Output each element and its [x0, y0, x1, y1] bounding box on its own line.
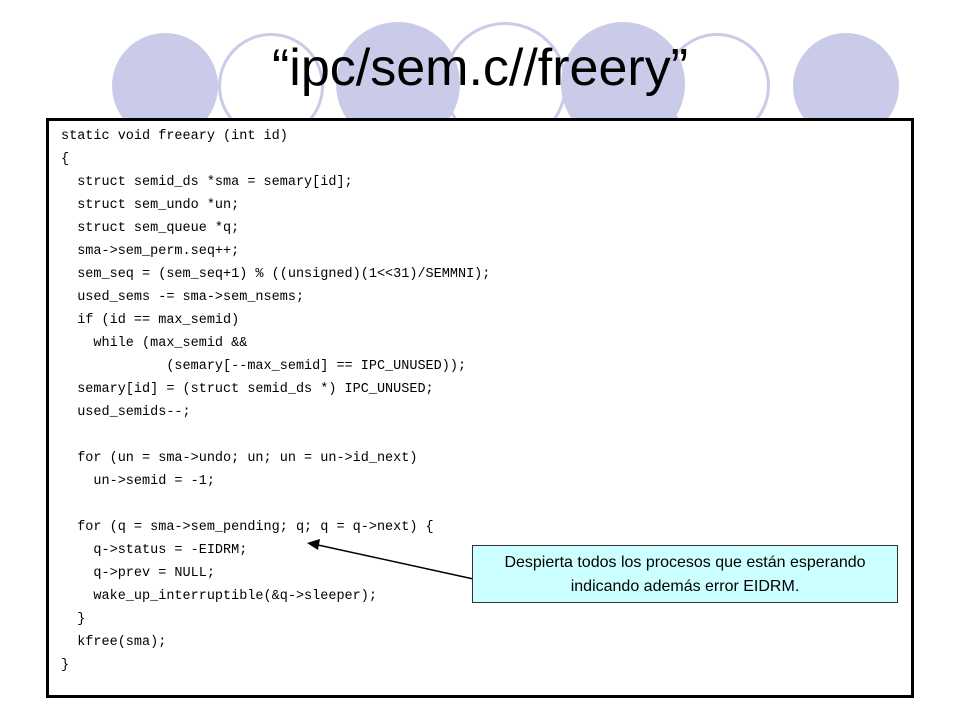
callout-line-2: indicando además error EIDRM.	[570, 578, 800, 595]
code-line: for (un = sma->undo; un; un = un->id_nex…	[61, 451, 418, 466]
code-line: (semary[--max_semid] == IPC_UNUSED));	[61, 359, 467, 374]
code-line: struct sem_undo *un;	[61, 198, 240, 213]
code-line: used_sems -= sma->sem_nsems;	[61, 290, 305, 305]
code-line: }	[61, 658, 70, 673]
code-line: sem_seq = (sem_seq+1) % ((unsigned)(1<<3…	[61, 267, 491, 282]
code-line: static void freeary (int id)	[61, 129, 288, 144]
code-line	[61, 493, 490, 516]
code-line: semary[id] = (struct semid_ds *) IPC_UNU…	[61, 382, 434, 397]
slide-title: “ipc/sem.c//freery”	[271, 39, 689, 97]
code-line	[61, 424, 490, 447]
code-line: struct sem_queue *q;	[61, 221, 240, 236]
code-line: struct semid_ds *sma = semary[id];	[61, 175, 353, 190]
code-line: wake_up_interruptible(&q->sleeper);	[61, 589, 377, 604]
code-line: q->status = -EIDRM;	[61, 543, 248, 558]
code-line: if (id == max_semid)	[61, 313, 240, 328]
callout-note: Despierta todos los procesos que están e…	[472, 545, 898, 603]
code-line: used_semids--;	[61, 405, 191, 420]
code-line: un->semid = -1;	[61, 474, 215, 489]
code-line: {	[61, 152, 70, 167]
code-line: kfree(sma);	[61, 635, 167, 650]
code-listing: static void freeary (int id) { struct sem…	[61, 125, 490, 677]
callout-line-1: Despierta todos los procesos que están e…	[504, 554, 866, 571]
code-line: sma->sem_perm.seq++;	[61, 244, 240, 259]
code-line: for (q = sma->sem_pending; q; q = q->nex…	[61, 520, 434, 535]
code-line: q->prev = NULL;	[61, 566, 215, 581]
code-line: while (max_semid &&	[61, 336, 248, 351]
code-line: }	[61, 612, 86, 627]
code-box: static void freeary (int id) { struct sem…	[46, 118, 914, 698]
